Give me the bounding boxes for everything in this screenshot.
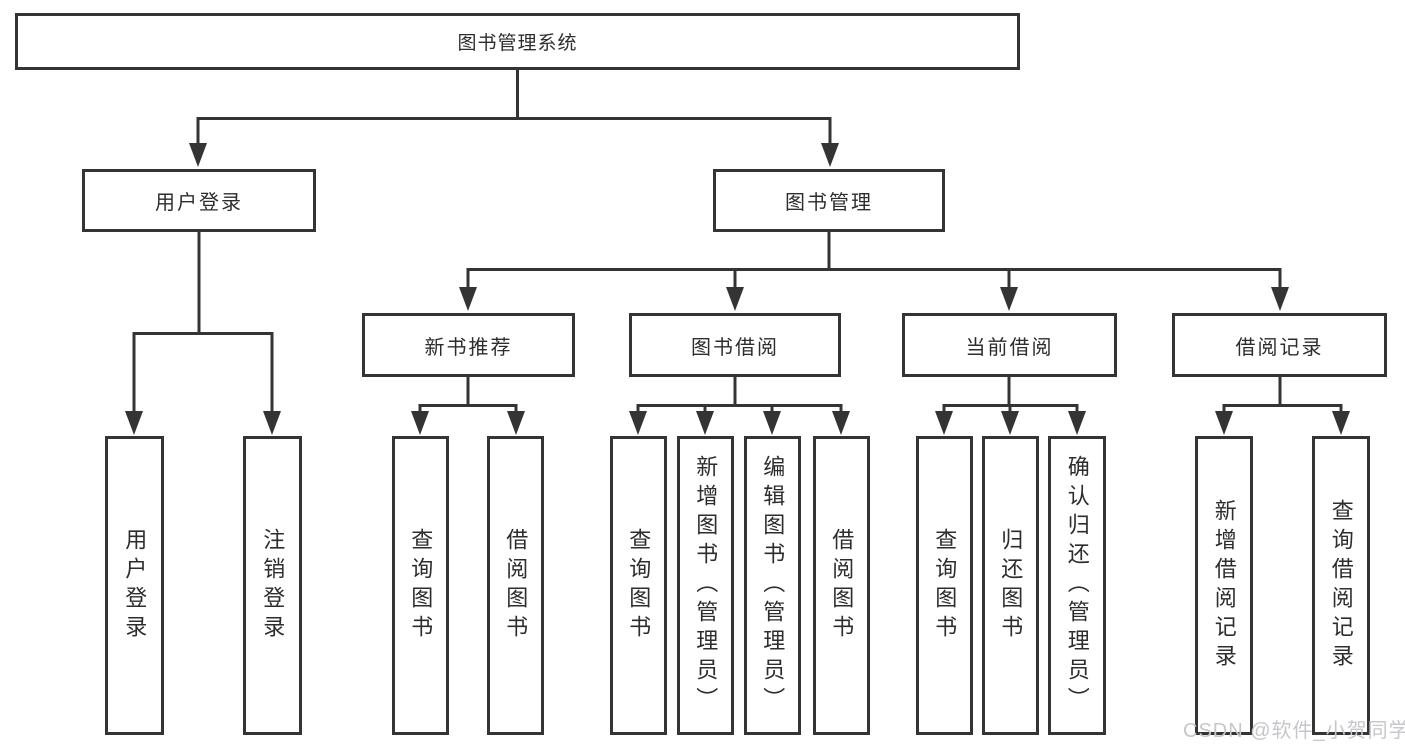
node-label: 当前借阅 [965,336,1054,359]
node-label: 新书推荐 [424,336,513,359]
node-label: 借阅记录 [1235,336,1324,359]
leaf-user-login: 用户登录 [105,436,164,735]
node-new-book-recommend: 新书推荐 [362,313,575,377]
leaf-borrow-books-recommend: 借阅图书 [487,436,544,735]
node-current-borrowing: 当前借阅 [902,313,1117,377]
csdn-watermark: CSDN @软件_小贺同学 [1183,720,1405,742]
leaf-add-borrow-record: 新增借阅记录 [1195,436,1253,735]
node-user-login: 用户登录 [82,169,316,232]
leaf-edit-books-admin: 编辑图书（管理员） [744,436,801,735]
connector-book-borrowing-children [636,376,843,414]
node-label: 确认归还（管理员） [1064,455,1090,716]
node-label: 用户登录 [155,192,243,214]
node-library-management-system: 图书管理系统 [15,13,1020,70]
leaf-query-books-recommend: 查询图书 [392,436,449,735]
node-label: 用户登录 [122,527,148,644]
node-label: 查询图书 [626,527,652,644]
node-label: 图书借阅 [691,336,779,359]
node-label: 编辑图书（管理员） [760,455,786,716]
connector-root-to-level2 [196,68,832,146]
connector-borrow-records-children [1222,376,1343,414]
connector-user-login-children [132,231,274,414]
node-label: 查询图书 [408,527,434,644]
node-label: 图书管理系统 [457,33,578,54]
node-book-borrowing: 图书借阅 [629,313,841,377]
node-borrow-records: 借阅记录 [1172,313,1387,377]
node-label: 新增图书（管理员） [693,455,719,716]
leaf-borrow-books-borrowing: 借阅图书 [813,436,870,735]
node-book-management: 图书管理 [713,169,945,232]
node-label: 注销登录 [260,527,286,644]
node-label: 新增借阅记录 [1211,498,1237,673]
leaf-return-books: 归还图书 [982,436,1039,735]
connector-new-book-recommend-children [418,376,518,414]
connector-current-borrowing-children [942,376,1079,414]
node-label: 归还图书 [998,527,1024,644]
node-label: 借阅图书 [829,527,855,644]
arrowheads [125,143,1350,435]
leaf-confirm-return-admin: 确认归还（管理员） [1048,436,1106,735]
node-label: 查询图书 [932,527,958,644]
node-label: 查询借阅记录 [1328,498,1354,673]
leaf-query-books-borrowing: 查询图书 [610,436,667,735]
leaf-query-borrow-record: 查询借阅记录 [1312,436,1370,735]
leaf-add-books-admin: 新增图书（管理员） [677,436,734,735]
node-label: 图书管理 [785,192,873,214]
leaf-query-books-current: 查询图书 [916,436,973,735]
node-label: 借阅图书 [503,527,529,644]
leaf-logout: 注销登录 [243,436,302,735]
connector-book-management-children [466,231,1282,290]
